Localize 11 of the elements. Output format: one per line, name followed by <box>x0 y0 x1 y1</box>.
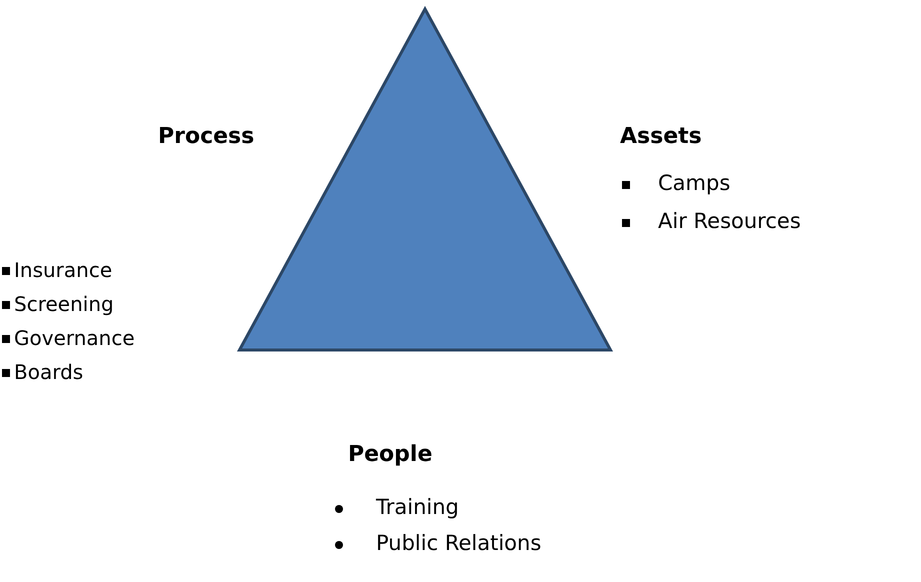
list-item: Air Resources <box>658 209 801 234</box>
list-item: Governance <box>14 326 135 350</box>
list-item: Screening <box>14 292 114 316</box>
heading: People <box>348 442 432 468</box>
list-item: Training <box>376 495 459 520</box>
heading: Process <box>158 124 254 150</box>
heading: Assets <box>620 124 702 150</box>
list-item: Insurance <box>14 258 112 282</box>
list-item: Boards <box>14 360 84 384</box>
list-item: Camps <box>658 171 730 196</box>
list-item: Public Relations <box>376 531 542 556</box>
